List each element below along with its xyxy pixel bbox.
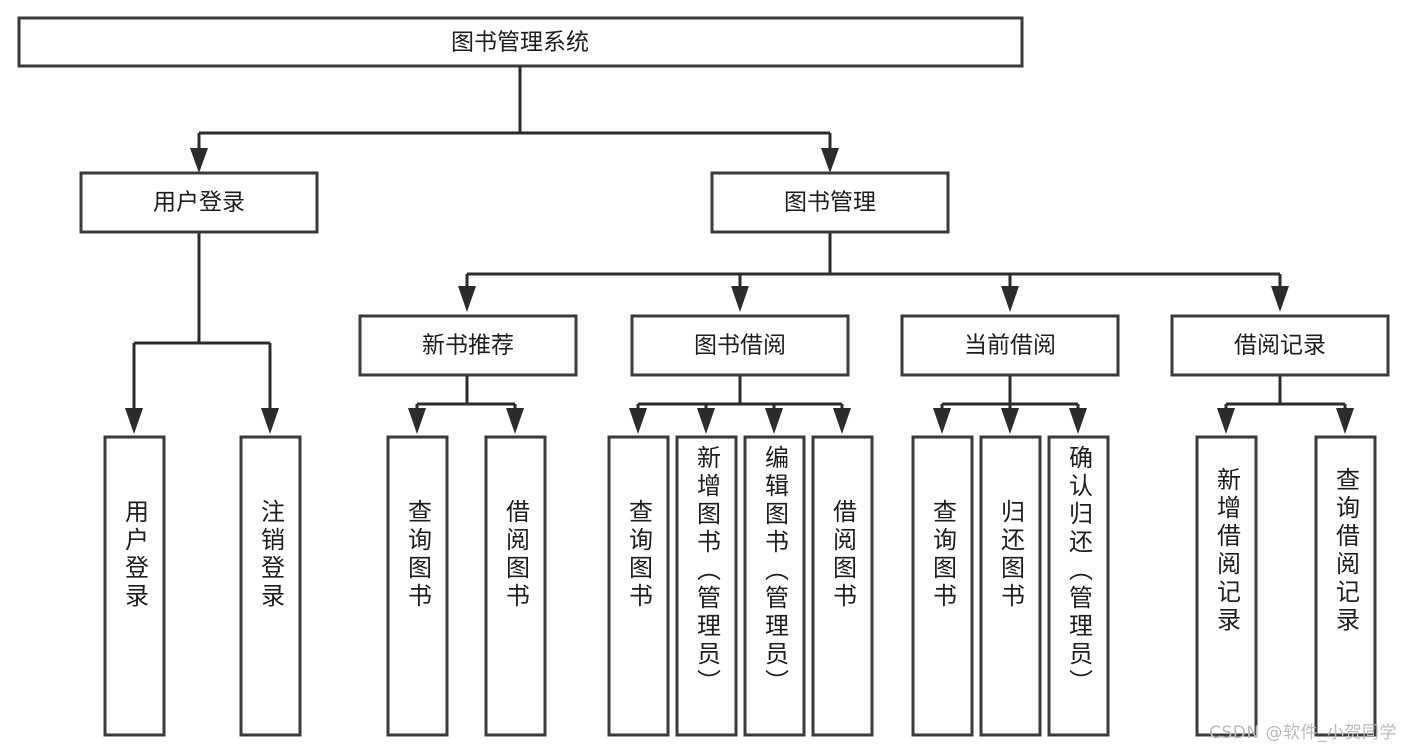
node-borrow-record-label: 借阅记录 bbox=[1234, 333, 1326, 359]
arrow-head-new-book-recommend bbox=[458, 286, 476, 312]
leaf-box-bb-edit-book[interactable] bbox=[743, 435, 806, 737]
node-borrow-record[interactable]: 借阅记录 bbox=[1170, 314, 1390, 377]
arrow-head-current-borrow bbox=[1001, 286, 1019, 312]
node-book-mgmt-label: 图书管理 bbox=[784, 190, 876, 216]
arrow-head-leaf-user-login bbox=[125, 408, 143, 434]
node-book-mgmt-box[interactable] bbox=[710, 171, 950, 234]
leaf-box-user-login[interactable] bbox=[103, 435, 166, 737]
node-root[interactable]: 图书管理系统 bbox=[17, 16, 1024, 68]
arrow-head-user-login bbox=[190, 148, 208, 173]
node-borrow-record-box[interactable] bbox=[1170, 314, 1390, 377]
connector-group-book-borrow bbox=[629, 375, 851, 434]
arrow-head-cb-leaf3 bbox=[1069, 408, 1087, 434]
node-book-borrow-box[interactable] bbox=[630, 314, 850, 377]
connector-group-new-book-recommend bbox=[408, 375, 524, 434]
arrow-head-nbr-leaf1 bbox=[408, 408, 426, 434]
arrow-head-bb-leaf3 bbox=[765, 408, 783, 434]
leaf-box-cb-return-book[interactable] bbox=[979, 435, 1042, 737]
leaf-box-bb-add-book[interactable] bbox=[675, 435, 738, 737]
leaf-boxes-current-borrow bbox=[911, 435, 1110, 737]
node-book-borrow-label: 图书借阅 bbox=[694, 333, 786, 359]
connector-group-book-mgmt bbox=[458, 232, 1289, 312]
leaf-box-logout[interactable] bbox=[239, 435, 302, 737]
leaf-box-bb-borrow-book[interactable] bbox=[811, 435, 874, 737]
arrow-head-br-leaf2 bbox=[1336, 408, 1354, 434]
leaf-box-nbr-query-book[interactable] bbox=[386, 435, 449, 737]
leaf-box-cb-confirm-return[interactable] bbox=[1047, 435, 1110, 737]
leaf-boxes-user-login bbox=[103, 435, 302, 737]
leaf-box-bb-query-book[interactable] bbox=[607, 435, 670, 737]
arrow-head-book-borrow bbox=[731, 286, 749, 312]
arrow-head-br-leaf1 bbox=[1217, 408, 1235, 434]
leaf-boxes-borrow-record bbox=[1195, 435, 1377, 737]
arrow-head-borrow-record bbox=[1271, 286, 1289, 312]
node-user-login-label: 用户登录 bbox=[153, 190, 245, 216]
leaf-boxes-new-book-recommend bbox=[386, 435, 547, 737]
node-book-borrow[interactable]: 图书借阅 bbox=[630, 314, 850, 377]
node-current-borrow[interactable]: 当前借阅 bbox=[900, 314, 1120, 377]
node-root-box[interactable] bbox=[17, 16, 1024, 68]
node-current-borrow-label: 当前借阅 bbox=[964, 333, 1056, 359]
leaf-box-cb-query-book[interactable] bbox=[911, 435, 974, 737]
arrow-head-leaf-logout bbox=[261, 408, 279, 434]
node-new-book-recommend-label: 新书推荐 bbox=[422, 333, 514, 359]
node-user-login-box[interactable] bbox=[79, 171, 319, 234]
leaf-box-nbr-borrow-book[interactable] bbox=[484, 435, 547, 737]
arrow-head-cb-leaf2 bbox=[1001, 408, 1019, 434]
arrow-head-bb-leaf1 bbox=[629, 408, 647, 434]
connector-group-current-borrow bbox=[933, 375, 1087, 434]
arrow-head-cb-leaf1 bbox=[933, 408, 951, 434]
connector-group-borrow-record bbox=[1217, 375, 1354, 434]
node-root-label: 图书管理系统 bbox=[451, 30, 589, 56]
csdn-watermark: CSDN @软件_小贺同学 bbox=[1209, 723, 1397, 743]
arrow-head-book-mgmt bbox=[821, 148, 839, 173]
leaf-box-br-add-record[interactable] bbox=[1195, 435, 1258, 737]
leaf-boxes-book-borrow bbox=[607, 435, 874, 737]
node-new-book-recommend[interactable]: 新书推荐 bbox=[358, 314, 578, 377]
connector-group-user-login bbox=[125, 232, 279, 434]
node-user-login[interactable]: 用户登录 bbox=[79, 171, 319, 234]
node-current-borrow-box[interactable] bbox=[900, 314, 1120, 377]
connector-group-root bbox=[190, 66, 839, 173]
arrow-head-nbr-leaf2 bbox=[506, 408, 524, 434]
arrow-head-bb-leaf2 bbox=[697, 408, 715, 434]
leaf-box-br-query-record[interactable] bbox=[1314, 435, 1377, 737]
arrow-head-bb-leaf4 bbox=[833, 408, 851, 434]
node-book-mgmt[interactable]: 图书管理 bbox=[710, 171, 950, 234]
node-new-book-recommend-box[interactable] bbox=[358, 314, 578, 377]
